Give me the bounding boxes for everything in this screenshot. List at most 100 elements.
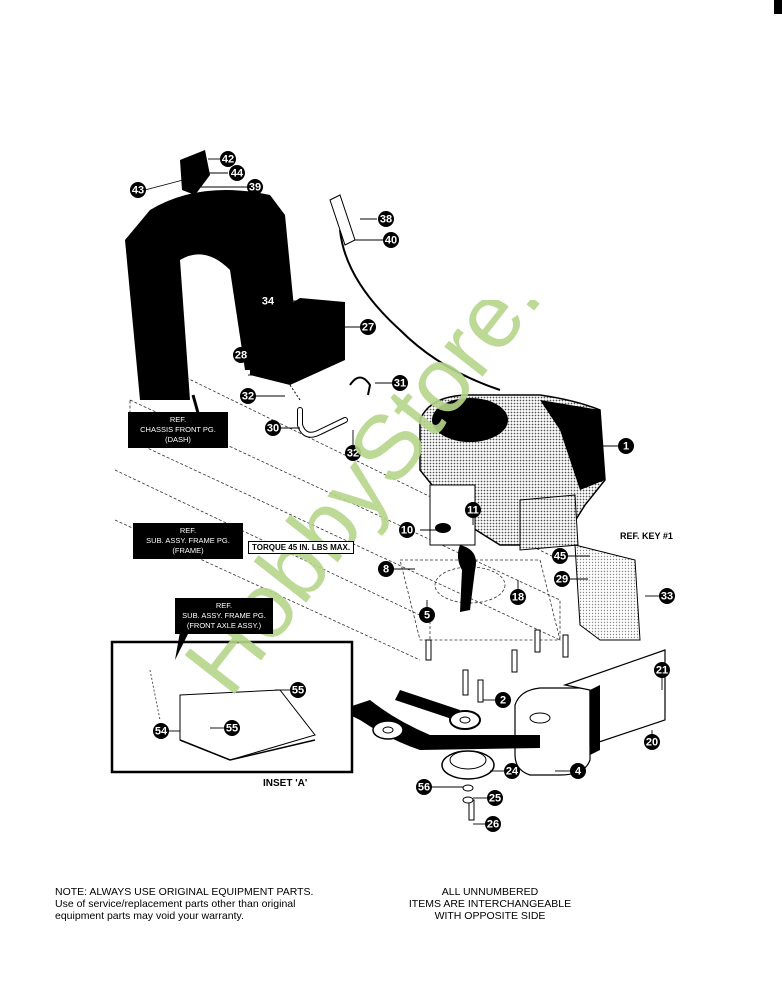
callout-circle	[240, 388, 256, 404]
torque-note: TORQUE 45 IN. LBS MAX.	[248, 541, 355, 554]
ref-line: (FRAME)	[172, 546, 204, 555]
callout-circle	[618, 438, 634, 454]
callout-number: 8	[383, 564, 389, 576]
callout-number: 24	[506, 766, 519, 778]
callout-11: 11	[465, 502, 481, 518]
callout-4: 4	[570, 763, 586, 779]
callout-28: 28	[233, 347, 249, 363]
callout-circle	[510, 589, 526, 605]
callout-44: 44	[229, 165, 245, 181]
callout-43: 43	[130, 182, 146, 198]
callout-number: 32	[242, 391, 254, 403]
callout-39: 39	[247, 179, 263, 195]
ref-label-front-axle: REF. SUB. ASSY. FRAME PG. (FRONT AXLE AS…	[175, 598, 273, 634]
callout-number: 5	[424, 610, 430, 622]
callout-29: 29	[554, 571, 570, 587]
callout-circle	[247, 179, 263, 195]
callout-circle	[360, 319, 376, 335]
callout-circle	[554, 571, 570, 587]
callout-number: 38	[380, 214, 392, 226]
callout-55: 55	[224, 720, 240, 736]
callout-55: 55	[290, 682, 306, 698]
ref-label-chassis-front: REF. CHASSIS FRONT PG. (DASH)	[128, 412, 228, 448]
callout-26: 26	[485, 816, 501, 832]
callout-24: 24	[504, 763, 520, 779]
callout-circle	[654, 662, 670, 678]
callout-circle	[392, 375, 408, 391]
note-line: equipment parts may void your warranty.	[55, 910, 244, 922]
callout-number: 10	[401, 525, 413, 537]
ref-line: (FRONT AXLE ASSY.)	[186, 621, 262, 630]
note-line: Use of service/replacement parts other t…	[55, 898, 296, 910]
drive-belt	[340, 690, 540, 804]
callout-number: 56	[418, 782, 430, 794]
callout-circle	[416, 779, 432, 795]
note-line: ITEMS ARE INTERCHANGEABLE	[408, 898, 572, 910]
callout-number: 55	[292, 685, 304, 697]
callout-number: 18	[512, 592, 524, 604]
callout-circle	[485, 816, 501, 832]
ref-line: REF.	[215, 601, 233, 610]
callout-32: 32	[240, 388, 256, 404]
callout-number: 44	[231, 168, 244, 180]
fuel-tank	[250, 298, 345, 401]
muffler-assembly	[514, 649, 666, 776]
callout-1: 1	[618, 438, 634, 454]
callout-circle	[229, 165, 245, 181]
callout-number: 45	[554, 551, 566, 563]
callout-circle	[153, 723, 169, 739]
callout-number: 42	[222, 154, 234, 166]
callout-number: 28	[235, 350, 247, 362]
callout-33: 33	[659, 588, 675, 604]
callout-56: 56	[416, 779, 432, 795]
callout-10: 10	[399, 522, 415, 538]
callout-number: 34	[262, 296, 275, 308]
note-line: NOTE: ALWAYS USE ORIGINAL EQUIPMENT PART…	[55, 886, 314, 898]
ref-label-sub-assy-frame: REF. SUB. ASSY. FRAME PG. (FRAME)	[133, 523, 243, 559]
ref-line: REF.	[169, 415, 187, 424]
callout-number: 54	[155, 726, 168, 738]
callout-circle	[659, 588, 675, 604]
callout-40: 40	[383, 232, 399, 248]
inset-a-frame	[110, 630, 354, 774]
callout-27: 27	[360, 319, 376, 335]
interchangeable-note: ALL UNNUMBERED ITEMS ARE INTERCHANGEABLE…	[380, 886, 600, 922]
callout-circle	[233, 347, 249, 363]
callout-number: 27	[362, 322, 374, 334]
callout-45: 45	[552, 548, 568, 564]
callout-circle	[130, 182, 146, 198]
callout-circle	[399, 522, 415, 538]
note-line: WITH OPPOSITE SIDE	[434, 910, 546, 922]
callout-42: 42	[220, 151, 236, 167]
callout-2: 2	[495, 692, 511, 708]
ref-line: CHASSIS FRONT PG.	[140, 425, 216, 434]
ref-line: (DASH)	[165, 435, 191, 444]
callout-circle	[644, 734, 660, 750]
callout-34: 34	[260, 293, 276, 309]
callout-21: 21	[654, 662, 670, 678]
callout-number: 43	[132, 185, 144, 197]
callout-circle	[383, 232, 399, 248]
callout-number: 55	[226, 723, 238, 735]
callout-31: 31	[392, 375, 408, 391]
note-line: ALL UNNUMBERED	[441, 886, 539, 898]
callout-25: 25	[487, 790, 503, 806]
callout-circle	[220, 151, 236, 167]
callout-circle	[378, 561, 394, 577]
callout-circle	[495, 692, 511, 708]
callout-circle	[465, 502, 481, 518]
callout-circle	[378, 211, 394, 227]
callout-circle	[570, 763, 586, 779]
callout-number: 31	[394, 378, 406, 390]
callout-18: 18	[510, 589, 526, 605]
callout-54: 54	[153, 723, 169, 739]
callout-number: 32	[347, 448, 359, 460]
callout-number: 1	[623, 441, 629, 453]
callout-circle	[419, 607, 435, 623]
callout-number: 33	[661, 591, 673, 603]
callout-circle	[487, 790, 503, 806]
engine-bracket	[457, 545, 476, 612]
callout-circle	[265, 420, 281, 436]
callout-circle	[224, 720, 240, 736]
